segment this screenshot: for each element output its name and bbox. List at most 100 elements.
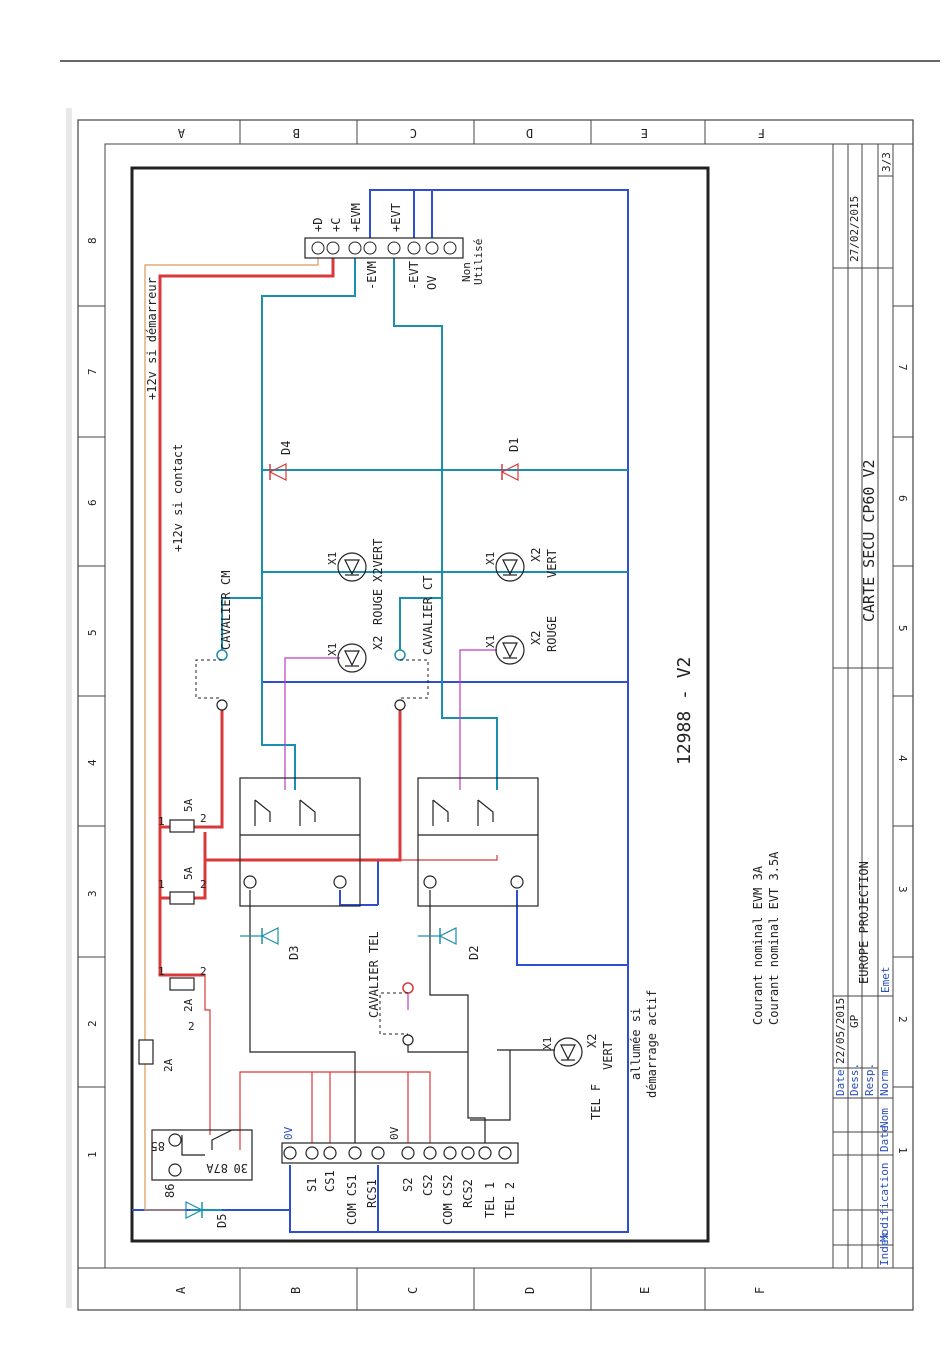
grid-number-3-right: 3: [896, 886, 909, 893]
red-thin-wires: [204, 855, 498, 1150]
index-label: Index: [878, 1233, 891, 1266]
label-x1-d: X1: [484, 635, 497, 648]
norm-label: Norm: [878, 1069, 891, 1096]
cavalier-tel: [379, 982, 414, 1046]
term-cs1: CS1: [323, 1170, 337, 1192]
grid-letter-c-top: C: [410, 126, 417, 140]
conn-utilise: Utilisé: [472, 239, 485, 285]
grid-left: 1 2 3 4 5 6 7 8: [78, 237, 105, 1158]
fuse-5a-lower-pin1: 1: [158, 878, 165, 891]
note-evt: Courant nominal EVT 3.5A: [767, 851, 781, 1025]
led-x2vert-upper: [337, 552, 367, 582]
black-wires: [181, 890, 555, 1156]
grid-number-2-right: 2: [896, 1016, 909, 1023]
label-12v-demarreur: +12v si démarreur: [145, 277, 159, 400]
terminal-block: [281, 1142, 519, 1164]
label-rouge-upper: ROUGE: [371, 589, 385, 625]
outer-frame: [77, 119, 914, 1311]
fuse-5a-lower: [169, 891, 195, 905]
diode-d3: [240, 927, 279, 945]
date-label: Date: [834, 1070, 847, 1097]
fuse-2a-upper-pin2: 2: [200, 965, 207, 978]
conn-ov: OV: [425, 276, 439, 290]
cavalier-cm: [195, 649, 228, 711]
grid-letter-e-top: E: [641, 126, 648, 140]
title-block: [832, 143, 894, 1269]
label-x1-b: X1: [326, 643, 339, 656]
label-allumee-2: démarrage actif: [645, 990, 659, 1098]
grid-bottom: A B C D E F: [78, 1267, 913, 1310]
grid-number-8-left: 8: [86, 237, 99, 244]
fuse-5a-upper-pin2: 2: [200, 812, 207, 825]
grid-number-1-right: 1: [896, 1147, 909, 1154]
grid-letter-f-top: F: [758, 126, 765, 140]
conn-plus-c: +C: [329, 218, 343, 232]
ov-left: 0V: [282, 1126, 295, 1140]
dess-label: Dess.: [848, 1063, 861, 1096]
label-d5: D5: [215, 1214, 229, 1228]
magenta-wires: [284, 649, 497, 1010]
label-d1: D1: [507, 438, 521, 452]
grid-number-3-left: 3: [86, 890, 99, 897]
label-x2-c: X2: [529, 548, 543, 562]
label-d2: D2: [467, 946, 481, 960]
relay-86: 86: [163, 1184, 177, 1198]
label-vert-lower: VERT: [545, 549, 559, 578]
grid-letter-a-bottom: A: [174, 1286, 188, 1294]
relay-30: 30: [234, 1161, 248, 1175]
term-tel1: TEL 1: [483, 1182, 497, 1218]
conn-plus-d: +D: [311, 218, 325, 232]
fuse-5a-lower-label: 5A: [182, 866, 195, 880]
grid-number-6-left: 6: [86, 499, 99, 506]
label-x1-c: X1: [484, 552, 497, 565]
label-cavalier-ct: CAVALIER CT: [421, 576, 435, 655]
grid-number-2-left: 2: [86, 1020, 99, 1027]
term-rcs1: RCS1: [365, 1179, 379, 1208]
label-vert-tel: VERT: [601, 1041, 615, 1070]
fuse-5a-lower-pin2: 2: [200, 878, 207, 891]
label-allumee-1: allumée si: [629, 1008, 643, 1080]
fuse-5a-upper-label: 5A: [182, 798, 195, 812]
schematic-border: [130, 166, 710, 1243]
led-vert-lower: [495, 552, 525, 582]
label-rouge-lower: ROUGE: [545, 616, 559, 652]
grid-number-4-left: 4: [86, 759, 99, 766]
grid-letter-d-top: D: [526, 126, 533, 140]
grid-letter-a-top: A: [177, 126, 185, 140]
fuse-2a-lower-label: 2A: [162, 1058, 175, 1072]
drawing-title: CARTE SECU CP60 V2: [860, 459, 878, 622]
grid-number-4-right: 4: [896, 755, 909, 762]
ov-right: 0V: [388, 1126, 401, 1140]
led-rouge-upper: [337, 643, 367, 673]
grid-number-1-left: 1: [86, 1151, 99, 1158]
fuse-2a-upper-pin1: 1: [158, 965, 165, 978]
teal-wires: [190, 252, 628, 1211]
grid-top: A B C D E F: [177, 120, 765, 144]
grid-letter-e-bottom: E: [638, 1287, 652, 1294]
grid-letter-b-top: B: [293, 126, 300, 140]
modification-label: Modification: [878, 1163, 891, 1242]
label-x2-b: X2: [371, 636, 385, 650]
label-x1-a: X1: [326, 552, 339, 565]
grid-number-7-right: 7: [896, 364, 909, 371]
grid-right: 1 2 3 4 5 6 7: [893, 305, 913, 1154]
fuse-2a-upper: [169, 977, 195, 991]
emet-label: Emet: [879, 967, 892, 994]
label-12v-contact: +12v si contact: [171, 444, 185, 552]
led-tel-f: [553, 1037, 583, 1067]
fuse-5a-upper-pin1: 1: [158, 815, 165, 828]
term-com-cs2: COM CS2: [441, 1174, 455, 1225]
grid-letter-d-bottom: D: [523, 1287, 537, 1294]
conn-plus-evm: +EVM: [349, 203, 363, 232]
date-col-label: Date: [878, 1126, 891, 1153]
conn-non: Non: [460, 262, 473, 282]
relay-upper: [239, 777, 361, 907]
drawing-number: 12988 - V2: [674, 657, 695, 765]
label-x2-tel: X2: [585, 1034, 599, 1048]
relay-87a: 87A: [206, 1161, 228, 1175]
label-x2vert: X2VERT: [371, 539, 385, 582]
grid-letter-f-bottom: F: [753, 1287, 767, 1294]
term-cs2: CS2: [421, 1174, 435, 1196]
